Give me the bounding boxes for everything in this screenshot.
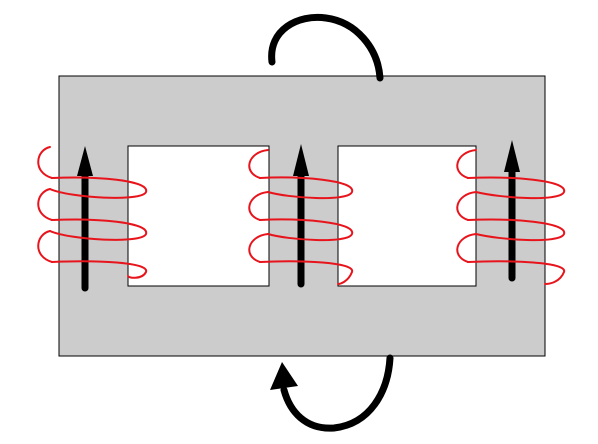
bottom-circulation-arrow — [270, 354, 394, 432]
top-circulation-arrow — [268, 13, 384, 82]
right-leg-winding-front — [467, 176, 566, 285]
left-leg-winding — [37, 146, 53, 263]
left-leg-flux-arrow — [77, 146, 93, 292]
left-leg-winding-front — [49, 176, 148, 279]
center-leg-flux-arrow — [293, 144, 309, 288]
right-leg-flux-arrow — [504, 140, 520, 282]
center-leg-winding — [248, 149, 269, 263]
right-leg-winding — [456, 149, 477, 263]
center-leg-winding-front — [259, 176, 354, 285]
